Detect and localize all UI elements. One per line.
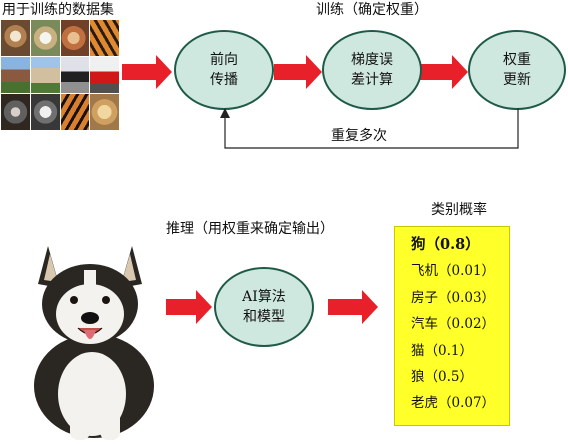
- prob-car: 汽车（0.02）: [411, 316, 496, 333]
- prob-tiger: 老虎（0.07）: [411, 395, 496, 412]
- prob-house: 房子（0.03）: [411, 289, 496, 306]
- gradient-line-2: 差计算: [351, 72, 393, 88]
- arrow-model-to-probabilities: [328, 290, 378, 324]
- puppy-photo: [30, 20, 60, 56]
- house-photo: [30, 57, 60, 93]
- arrow-dog-to-model: [166, 290, 212, 324]
- dataset-label: 用于训练的数据集: [2, 2, 114, 18]
- wolf-photo: [1, 94, 30, 130]
- dog-photo: [90, 94, 119, 130]
- repeat-loop-label: 重复多次: [331, 128, 387, 144]
- gradient-line-1: 梯度误: [351, 52, 393, 68]
- tiger-photo: [60, 94, 90, 130]
- car-photo: [60, 57, 90, 93]
- update-line-2: 更新: [503, 72, 531, 88]
- model-line-2: 和模型: [243, 309, 285, 325]
- prob-airplane: 飞机（0.01）: [411, 263, 496, 280]
- update-line-1: 权重: [503, 52, 531, 68]
- tiger-photo: [90, 20, 119, 56]
- repeat-loop-line: [220, 108, 519, 149]
- cat-photo: [30, 94, 60, 130]
- car-photo: [90, 57, 119, 93]
- prob-dog: 狗（0.8）: [411, 236, 480, 253]
- class-probabilities-box: 狗（0.8） 飞机（0.01） 房子（0.03） 汽车（0.02） 猫（0.1）…: [394, 226, 510, 426]
- gradient-error-node: 梯度误 差计算: [322, 30, 422, 110]
- ai-model-node: AI算法 和模型: [214, 267, 314, 347]
- dog-image: [20, 226, 160, 440]
- forward-propagation-node: 前向 传播: [174, 30, 274, 110]
- dog-photo: [1, 20, 30, 56]
- model-line-1: AI算法: [242, 289, 286, 305]
- arrow-gradient-to-update: [420, 55, 468, 89]
- weight-update-node: 权重 更新: [468, 30, 566, 110]
- arrow-dataset-to-forward: [122, 55, 172, 89]
- house-photo: [1, 57, 30, 93]
- training-title: 训练（确定权重）: [316, 2, 428, 18]
- arrow-forward-to-gradient: [274, 55, 322, 89]
- forward-line-2: 传播: [210, 72, 238, 88]
- class-probabilities-title: 类别概率: [431, 202, 487, 218]
- forward-line-1: 前向: [210, 52, 238, 68]
- training-dataset-grid: [1, 20, 119, 130]
- prob-wolf: 狼（0.5）: [411, 369, 473, 386]
- prob-cat: 猫（0.1）: [411, 342, 473, 359]
- inference-title: 推理（用权重来确定输出）: [166, 221, 334, 237]
- cat-photo: [60, 20, 90, 56]
